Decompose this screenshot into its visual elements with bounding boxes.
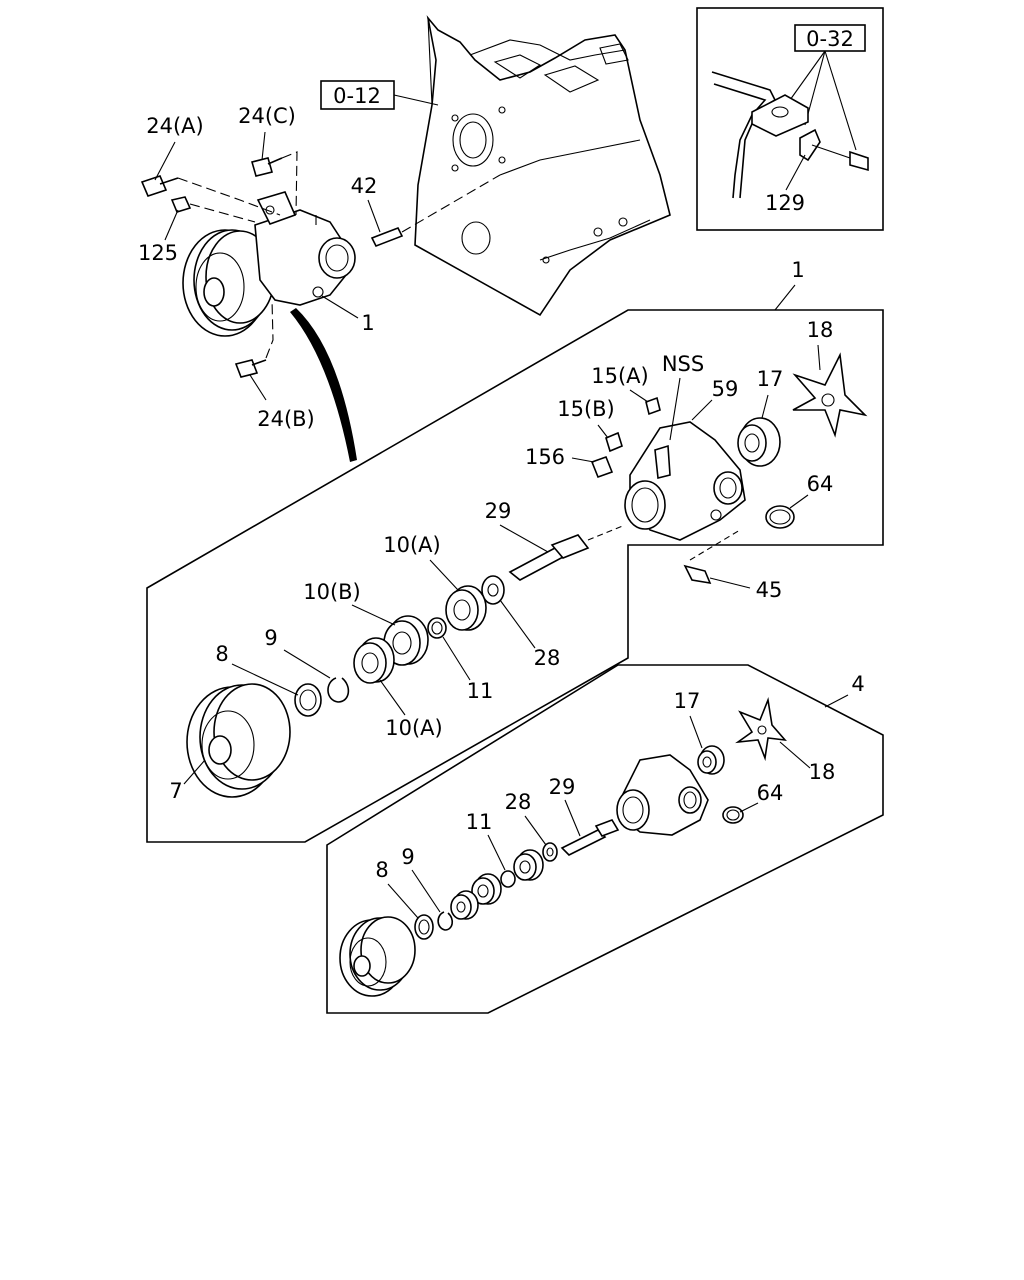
inset-bolt — [849, 150, 869, 172]
panel-4-frame — [326, 664, 884, 1014]
ref-box-0-12[interactable]: 0-12 — [320, 80, 439, 110]
pump-housing-1 — [624, 421, 746, 541]
callout-18-panel4: 18 — [809, 760, 836, 784]
bolt-24A — [140, 175, 179, 197]
fitting-45 — [683, 529, 741, 585]
impeller-18-panel4 — [735, 697, 787, 762]
seal-17-panel4 — [697, 745, 725, 775]
callout-42: 42 — [351, 174, 378, 198]
snap-ring-9-panel1 — [327, 677, 350, 703]
callout-9-panel4: 9 — [401, 845, 414, 869]
nut-125 — [170, 196, 192, 213]
callout-4: 4 — [851, 672, 864, 696]
ref-label-0-32: 0-32 — [806, 27, 854, 51]
bearing-panel4-b — [471, 873, 502, 905]
clamp-129 — [799, 128, 821, 162]
pump-housing-4 — [616, 754, 709, 836]
bearing-panel4-c — [450, 890, 479, 920]
guide-lines-top — [177, 151, 501, 359]
seal-8-panel4 — [414, 914, 434, 940]
pulley-7 — [186, 683, 291, 798]
callout-17-panel1: 17 — [757, 367, 784, 391]
callout-11-panel4: 11 — [466, 810, 493, 834]
seal-8-panel1 — [294, 683, 322, 717]
panel-1-frame — [146, 309, 884, 843]
callout-156: 156 — [525, 445, 565, 469]
callout-28-panel4: 28 — [505, 790, 532, 814]
impeller-18-panel1 — [792, 352, 868, 438]
snap-ring-9-panel4 — [437, 911, 454, 931]
callout-64-panel1: 64 — [807, 472, 834, 496]
callout-45: 45 — [756, 578, 783, 602]
callout-125: 125 — [138, 241, 178, 265]
bolt-24B — [234, 359, 267, 378]
callout-18-panel1: 18 — [807, 318, 834, 342]
seal-17-panel1 — [737, 417, 781, 467]
ref-label-0-12: 0-12 — [333, 84, 381, 108]
oring-64-panel1 — [765, 505, 795, 529]
ref-box-0-32[interactable]: 0-32 — [794, 24, 866, 52]
engine-block — [414, 15, 671, 317]
bolt-24C — [251, 157, 283, 177]
plug-156 — [590, 455, 614, 479]
washer-28-panel4 — [542, 842, 558, 862]
plug-15B — [605, 431, 623, 453]
callout-15A: 15(A) — [591, 364, 648, 388]
shaft-29-panel4 — [560, 819, 620, 856]
callout-8-panel4: 8 — [375, 858, 388, 882]
callout-17-panel4: 17 — [674, 689, 701, 713]
shaft-29-panel1 — [508, 524, 626, 581]
spacer-11-panel4 — [500, 870, 516, 888]
callout-1-top: 1 — [361, 311, 374, 335]
callout-10B: 10(B) — [303, 580, 361, 604]
callout-10A-upper: 10(A) — [383, 533, 440, 557]
callout-11-panel1: 11 — [467, 679, 494, 703]
exploded-view-arrow — [290, 308, 357, 462]
callout-24C: 24(C) — [238, 104, 296, 128]
callout-NSS: NSS — [662, 352, 704, 376]
bearing-panel4-a — [513, 849, 544, 881]
callout-29-panel1: 29 — [485, 499, 512, 523]
stud-42 — [370, 226, 404, 248]
pulley-panel4 — [339, 916, 416, 997]
callout-9-panel1: 9 — [264, 626, 277, 650]
bearing-10A-upper — [445, 585, 487, 631]
callout-64-panel4: 64 — [757, 781, 784, 805]
callout-24A: 24(A) — [146, 114, 203, 138]
bearing-10A-lower — [353, 637, 395, 684]
callout-59: 59 — [712, 377, 739, 401]
inset-box: 0-32 129 — [696, 7, 884, 231]
callout-1-panel: 1 — [791, 258, 804, 282]
oring-64-panel4 — [722, 806, 744, 824]
pipe-bracket — [751, 94, 809, 137]
plug-15A — [645, 396, 661, 416]
callout-24B: 24(B) — [257, 407, 315, 431]
washer-28-panel1 — [481, 575, 505, 605]
water-pump-assembly-top — [182, 191, 356, 337]
spacer-11-panel1 — [427, 617, 447, 639]
callout-8-panel1: 8 — [215, 642, 228, 666]
callout-29-panel4: 29 — [549, 775, 576, 799]
callout-28-panel1: 28 — [534, 646, 561, 670]
callout-7: 7 — [169, 779, 182, 803]
callout-15B: 15(B) — [557, 397, 615, 421]
callout-129: 129 — [765, 191, 805, 215]
callout-10A-lower: 10(A) — [385, 716, 442, 740]
